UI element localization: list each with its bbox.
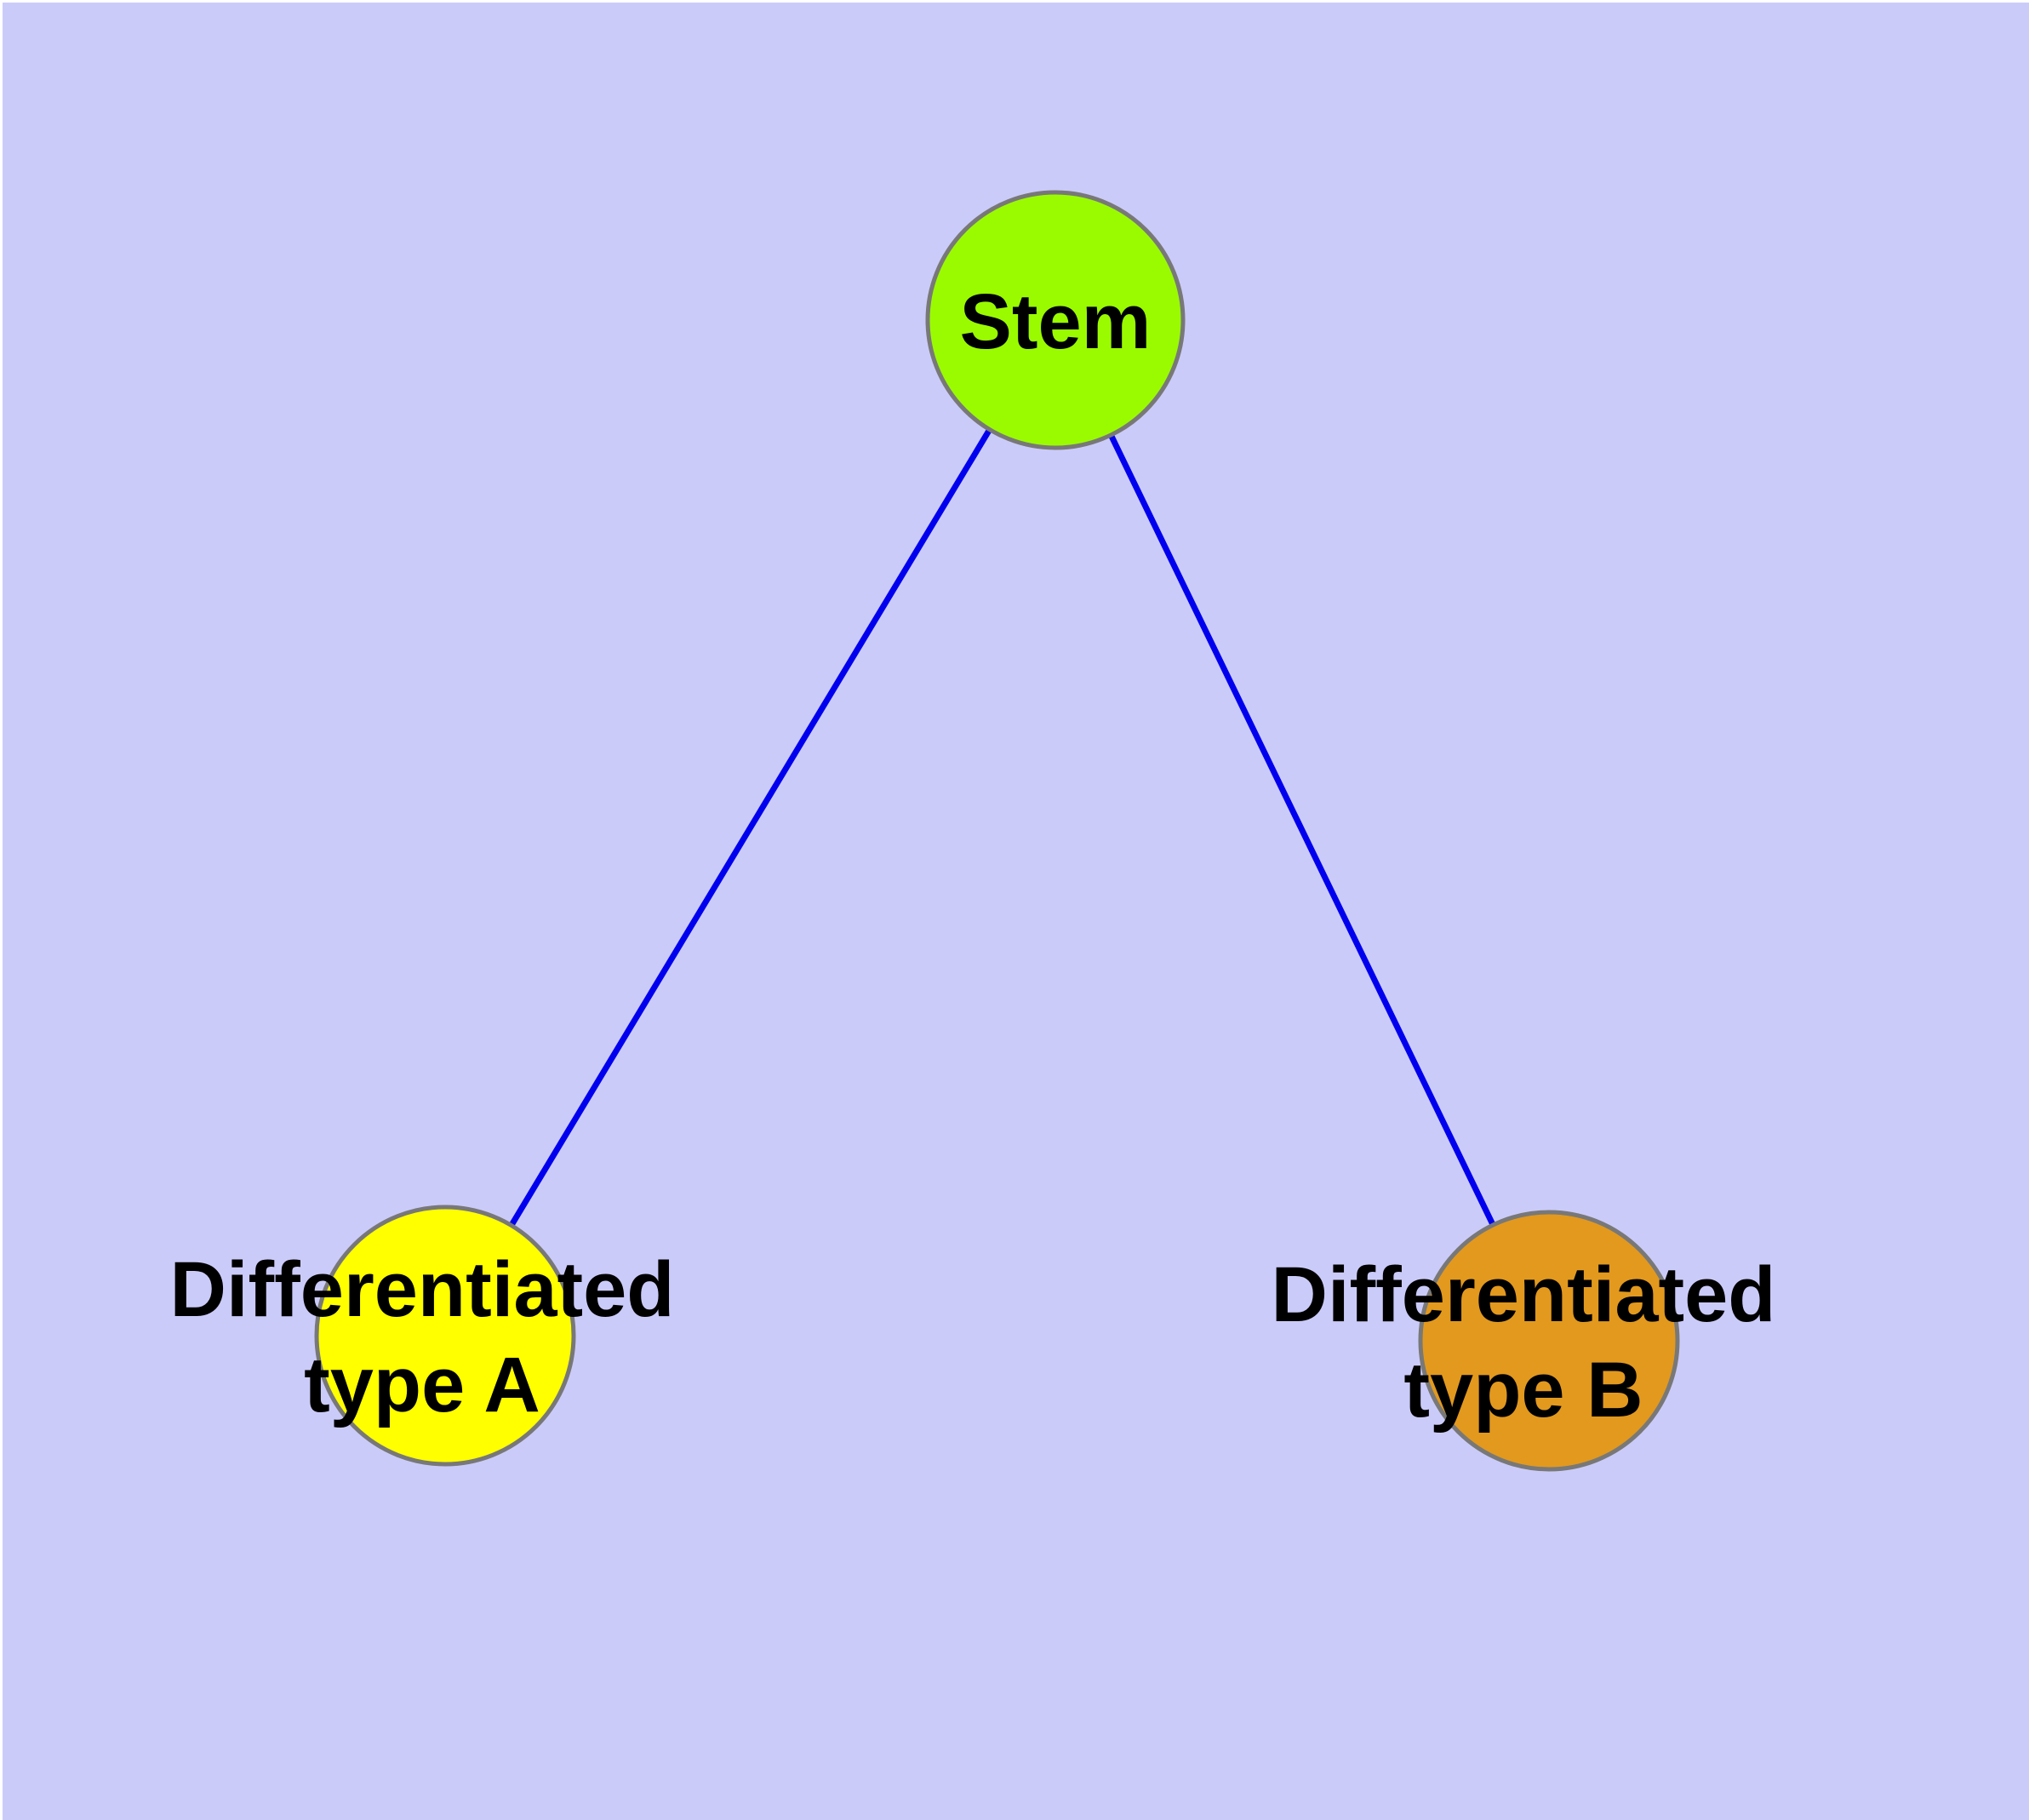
diagram-canvas: Stem Differentiated type A Differentiate… bbox=[3, 3, 2029, 1820]
node-type-b-label-line-1: Differentiated bbox=[1271, 1251, 1776, 1338]
node-type-a-label: Differentiated type A bbox=[170, 1242, 675, 1433]
node-type-a-label-line-2: type A bbox=[304, 1342, 540, 1428]
node-type-a-circle bbox=[314, 1205, 576, 1467]
node-stem-label-text: Stem bbox=[959, 278, 1152, 365]
node-type-b-label: Differentiated type B bbox=[1272, 1247, 1776, 1438]
node-type-b-circle bbox=[1418, 1210, 1680, 1472]
node-type-a-label-line-1: Differentiated bbox=[169, 1246, 675, 1333]
node-type-b-label-line-2: type B bbox=[1403, 1347, 1643, 1434]
node-stem-label: Stem bbox=[960, 274, 1152, 369]
node-stem-circle bbox=[925, 190, 1186, 450]
edge-stem-to-type-a bbox=[443, 318, 1058, 1337]
edge-stem-to-type-b bbox=[1052, 318, 1552, 1342]
graph-svg bbox=[314, 190, 1680, 1472]
